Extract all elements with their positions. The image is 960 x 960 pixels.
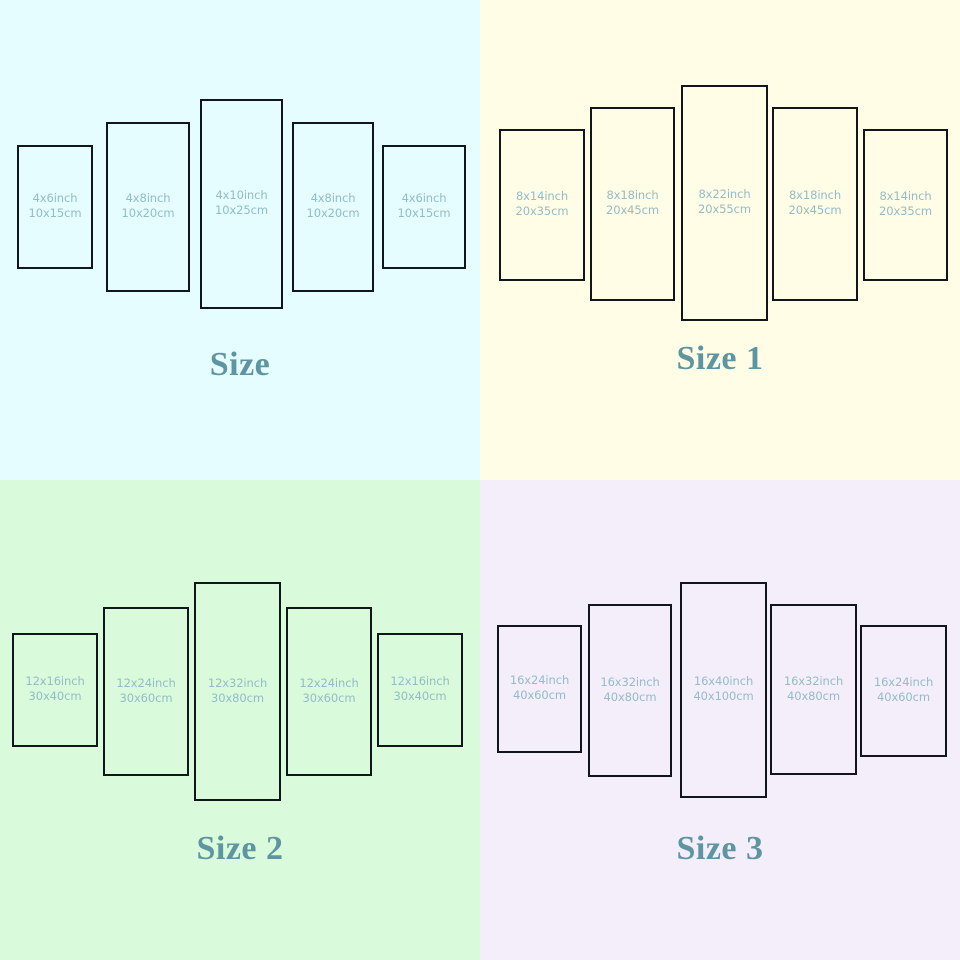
panel-size-inch: 12x24inch <box>299 675 359 690</box>
panel-size-cm: 10x20cm <box>306 206 360 220</box>
panel-size-inch: 8x18inch <box>788 188 842 203</box>
panel-size-cm: 10x15cm <box>28 206 82 220</box>
panel-size-cm: 40x100cm <box>693 689 754 703</box>
panel-size-cm: 30x40cm <box>393 689 447 703</box>
panel-size-cm: 20x55cm <box>698 202 751 216</box>
panel-size-inch: 16x24inch <box>509 673 570 688</box>
panel-size-inch: 4x10inch <box>215 188 268 203</box>
panel-size-cm: 30x40cm <box>28 689 82 703</box>
panel-size-cm: 10x25cm <box>215 203 268 217</box>
panel-size-inch: 16x24inch <box>873 675 934 690</box>
panel-size-cm: 10x15cm <box>397 206 451 220</box>
panel-size-cm: 40x60cm <box>513 688 566 702</box>
panel-size-inch: 8x14inch <box>879 189 932 204</box>
quadrant-title: Size 3 <box>676 830 764 867</box>
panel-size-inch: 12x24inch <box>116 675 176 690</box>
panel-size-inch: 4x8inch <box>310 191 356 206</box>
panel-size-inch: 16x32inch <box>783 673 844 688</box>
quadrant-title: Size <box>209 346 271 383</box>
panel-size-inch: 16x32inch <box>600 674 660 689</box>
panel-size-inch: 12x32inch <box>207 675 268 690</box>
quadrant-title: Size 2 <box>196 830 284 867</box>
panel-size-cm: 30x60cm <box>119 690 173 705</box>
panel-size-cm: 20x35cm <box>515 204 569 218</box>
panel-size-inch: 4x6inch <box>401 191 447 206</box>
panel-size-inch: 8x14inch <box>515 189 569 204</box>
quadrant-title: Size 1 <box>676 340 764 377</box>
panel-size-cm: 20x35cm <box>879 204 932 218</box>
panel-size-cm: 10x20cm <box>121 206 175 220</box>
panel-size-inch: 4x8inch <box>125 191 171 206</box>
panel-size-cm: 20x45cm <box>788 203 842 217</box>
panel-size-cm: 20x45cm <box>606 203 659 217</box>
panel-size-inch: 16x40inch <box>693 674 754 689</box>
panel-size-inch: 12x16inch <box>390 674 450 689</box>
panel-size-inch: 8x22inch <box>698 187 751 202</box>
panel-size-cm: 40x60cm <box>877 690 930 704</box>
panel-size-cm: 40x80cm <box>603 689 657 704</box>
panel-size-inch: 8x18inch <box>606 188 659 203</box>
panel-size-inch: 12x16inch <box>25 674 85 689</box>
panel-size-cm: 30x80cm <box>211 690 264 705</box>
panel-size-inch: 4x6inch <box>32 191 78 206</box>
panel-size-cm: 40x80cm <box>787 688 840 703</box>
panel-size-cm: 30x60cm <box>302 690 356 705</box>
